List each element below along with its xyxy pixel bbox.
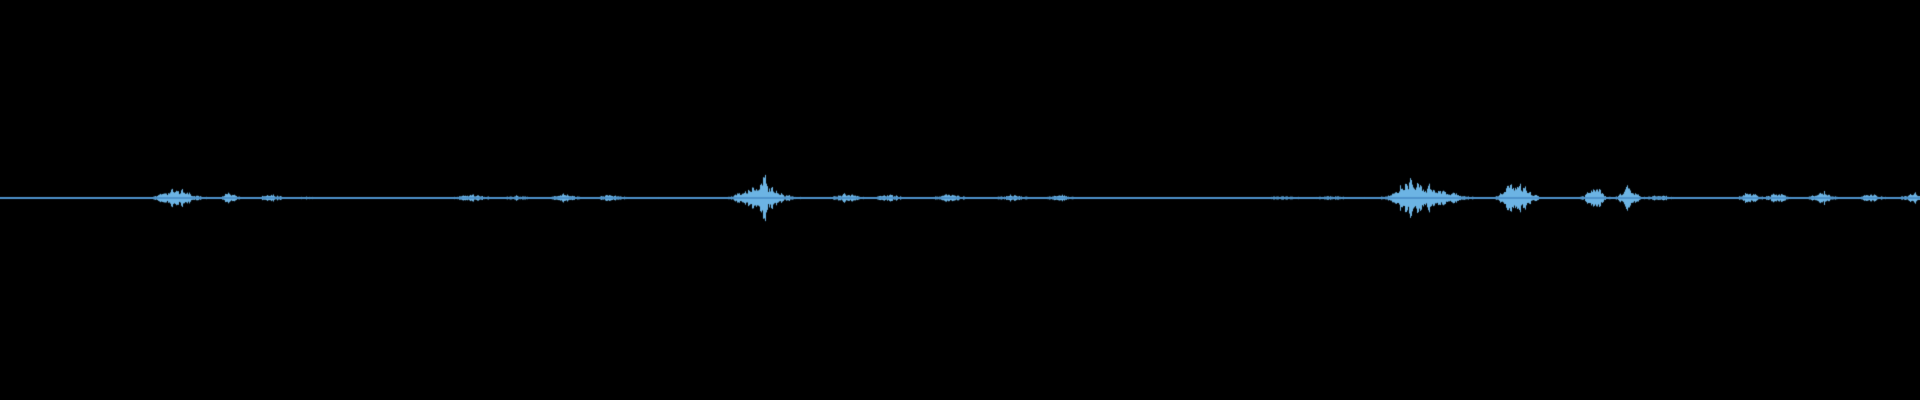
- waveform-viewer[interactable]: Audio Waveform: [0, 0, 1920, 400]
- audio-waveform-canvas[interactable]: [0, 0, 1920, 400]
